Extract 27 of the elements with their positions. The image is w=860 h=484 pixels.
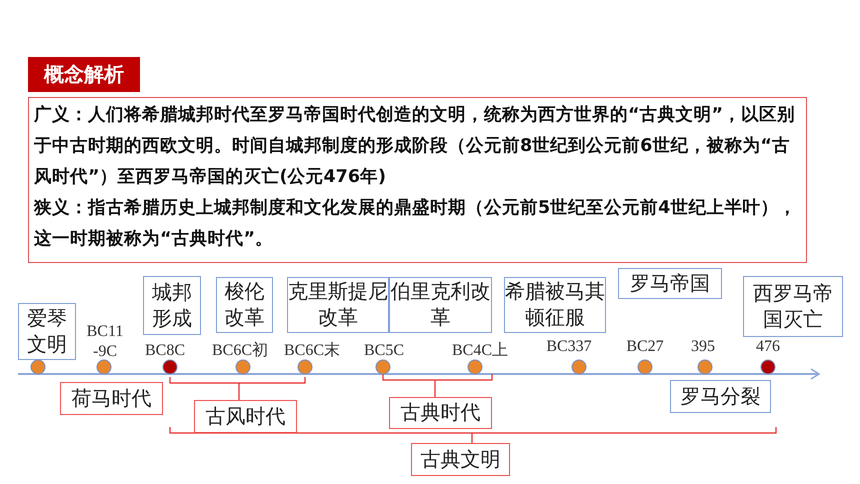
period-box: 古典时代 xyxy=(389,397,492,429)
definition-panel xyxy=(28,97,807,263)
event-box: 城邦形成 xyxy=(143,276,201,335)
period-box: 荷马时代 xyxy=(60,382,163,415)
date-label: 476 xyxy=(755,337,781,357)
date-label: BC6C初 xyxy=(210,341,269,361)
date-label: BC8C xyxy=(144,341,186,361)
date-label: 395 xyxy=(690,337,716,357)
event-box: 罗马帝国 xyxy=(618,268,722,299)
event-box: 梭伦改革 xyxy=(216,277,273,333)
period-box: 古典文明 xyxy=(411,443,510,476)
definition-text: 狭义：指古希腊历史上城邦制度和文化发展的鼎盛时期（公元前5世纪至公元前4世纪上半叶），这一时期被称为“古典时代”。 xyxy=(34,196,798,251)
section-heading: 概念解析 xyxy=(28,57,140,92)
event-box: 爱琴文明 xyxy=(18,303,76,360)
event-box: 罗马分裂 xyxy=(670,380,771,413)
definition-text: 广义：人们将希腊城邦时代至罗马帝国时代创造的文明，统称为西方世界的“古典文明”，以区别于中古时期的西欧文明。时间自城邦制度的形成阶段（公元前8世纪到公元前6世纪，被称为“古风时代”）至西罗马帝国的灭亡(公元476年) xyxy=(34,104,796,189)
period-box: 古风时代 xyxy=(194,400,297,433)
date-label: BC4C上 xyxy=(450,341,509,361)
date-label: BC27 xyxy=(625,337,665,357)
event-box: 西罗马帝国灭亡 xyxy=(743,276,843,337)
event-box: 伯里克利改革 xyxy=(389,277,492,333)
event-box: 克里斯提尼改革 xyxy=(287,277,389,333)
date-label: BC6C末 xyxy=(282,341,341,361)
date-label: BC337 xyxy=(545,337,593,357)
date-label: BC5C xyxy=(362,341,405,361)
event-box: 希腊被马其顿征服 xyxy=(504,277,606,333)
date-label: BC11 -9C xyxy=(86,322,124,362)
